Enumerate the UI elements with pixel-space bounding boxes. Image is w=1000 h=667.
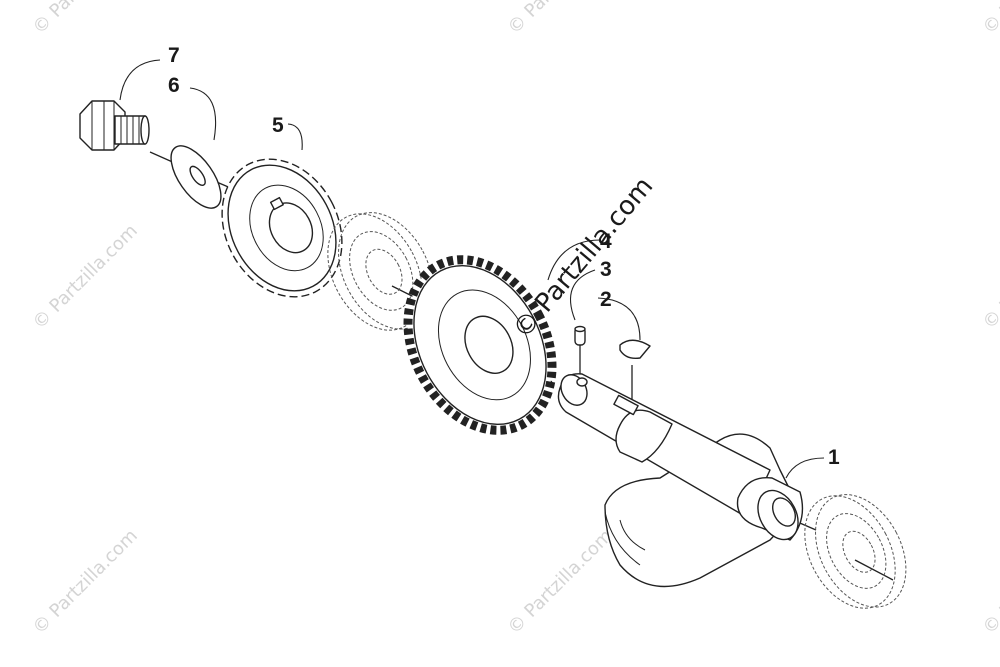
callout-7[interactable]: 7: [168, 44, 180, 67]
callout-6[interactable]: 6: [168, 74, 180, 97]
washer-part: [170, 145, 222, 209]
leader-lines: [119, 59, 825, 479]
right-bearing-part: [804, 494, 907, 609]
callout-2[interactable]: 2: [600, 288, 612, 311]
callout-1[interactable]: 1: [828, 446, 840, 469]
watermark: © Partzilla.com: [504, 0, 617, 39]
center-watermark: © Partzilla.com: [507, 172, 659, 345]
watermark: © Partzilla.com: [979, 220, 1000, 333]
watermark: © Partzilla.com: [29, 220, 142, 333]
watermark: © Partzilla.com: [979, 525, 1000, 638]
small-gear-part: [221, 158, 343, 298]
large-gear-part: [403, 255, 557, 435]
watermark: © Partzilla.com: [504, 525, 617, 638]
watermark: © Partzilla.com: [29, 525, 142, 638]
pin-part: [574, 325, 586, 346]
callout-3[interactable]: 3: [600, 258, 612, 281]
callout-4[interactable]: 4: [600, 230, 612, 253]
watermark: © Partzilla.com: [979, 0, 1000, 39]
callout-5[interactable]: 5: [272, 114, 284, 137]
shaft-part: [557, 373, 804, 588]
watermark: © Partzilla.com: [29, 0, 142, 39]
bolt-part: [79, 100, 150, 151]
key-part: [619, 339, 651, 360]
callouts: 7 6 5 4 3 2 1: [168, 44, 840, 469]
